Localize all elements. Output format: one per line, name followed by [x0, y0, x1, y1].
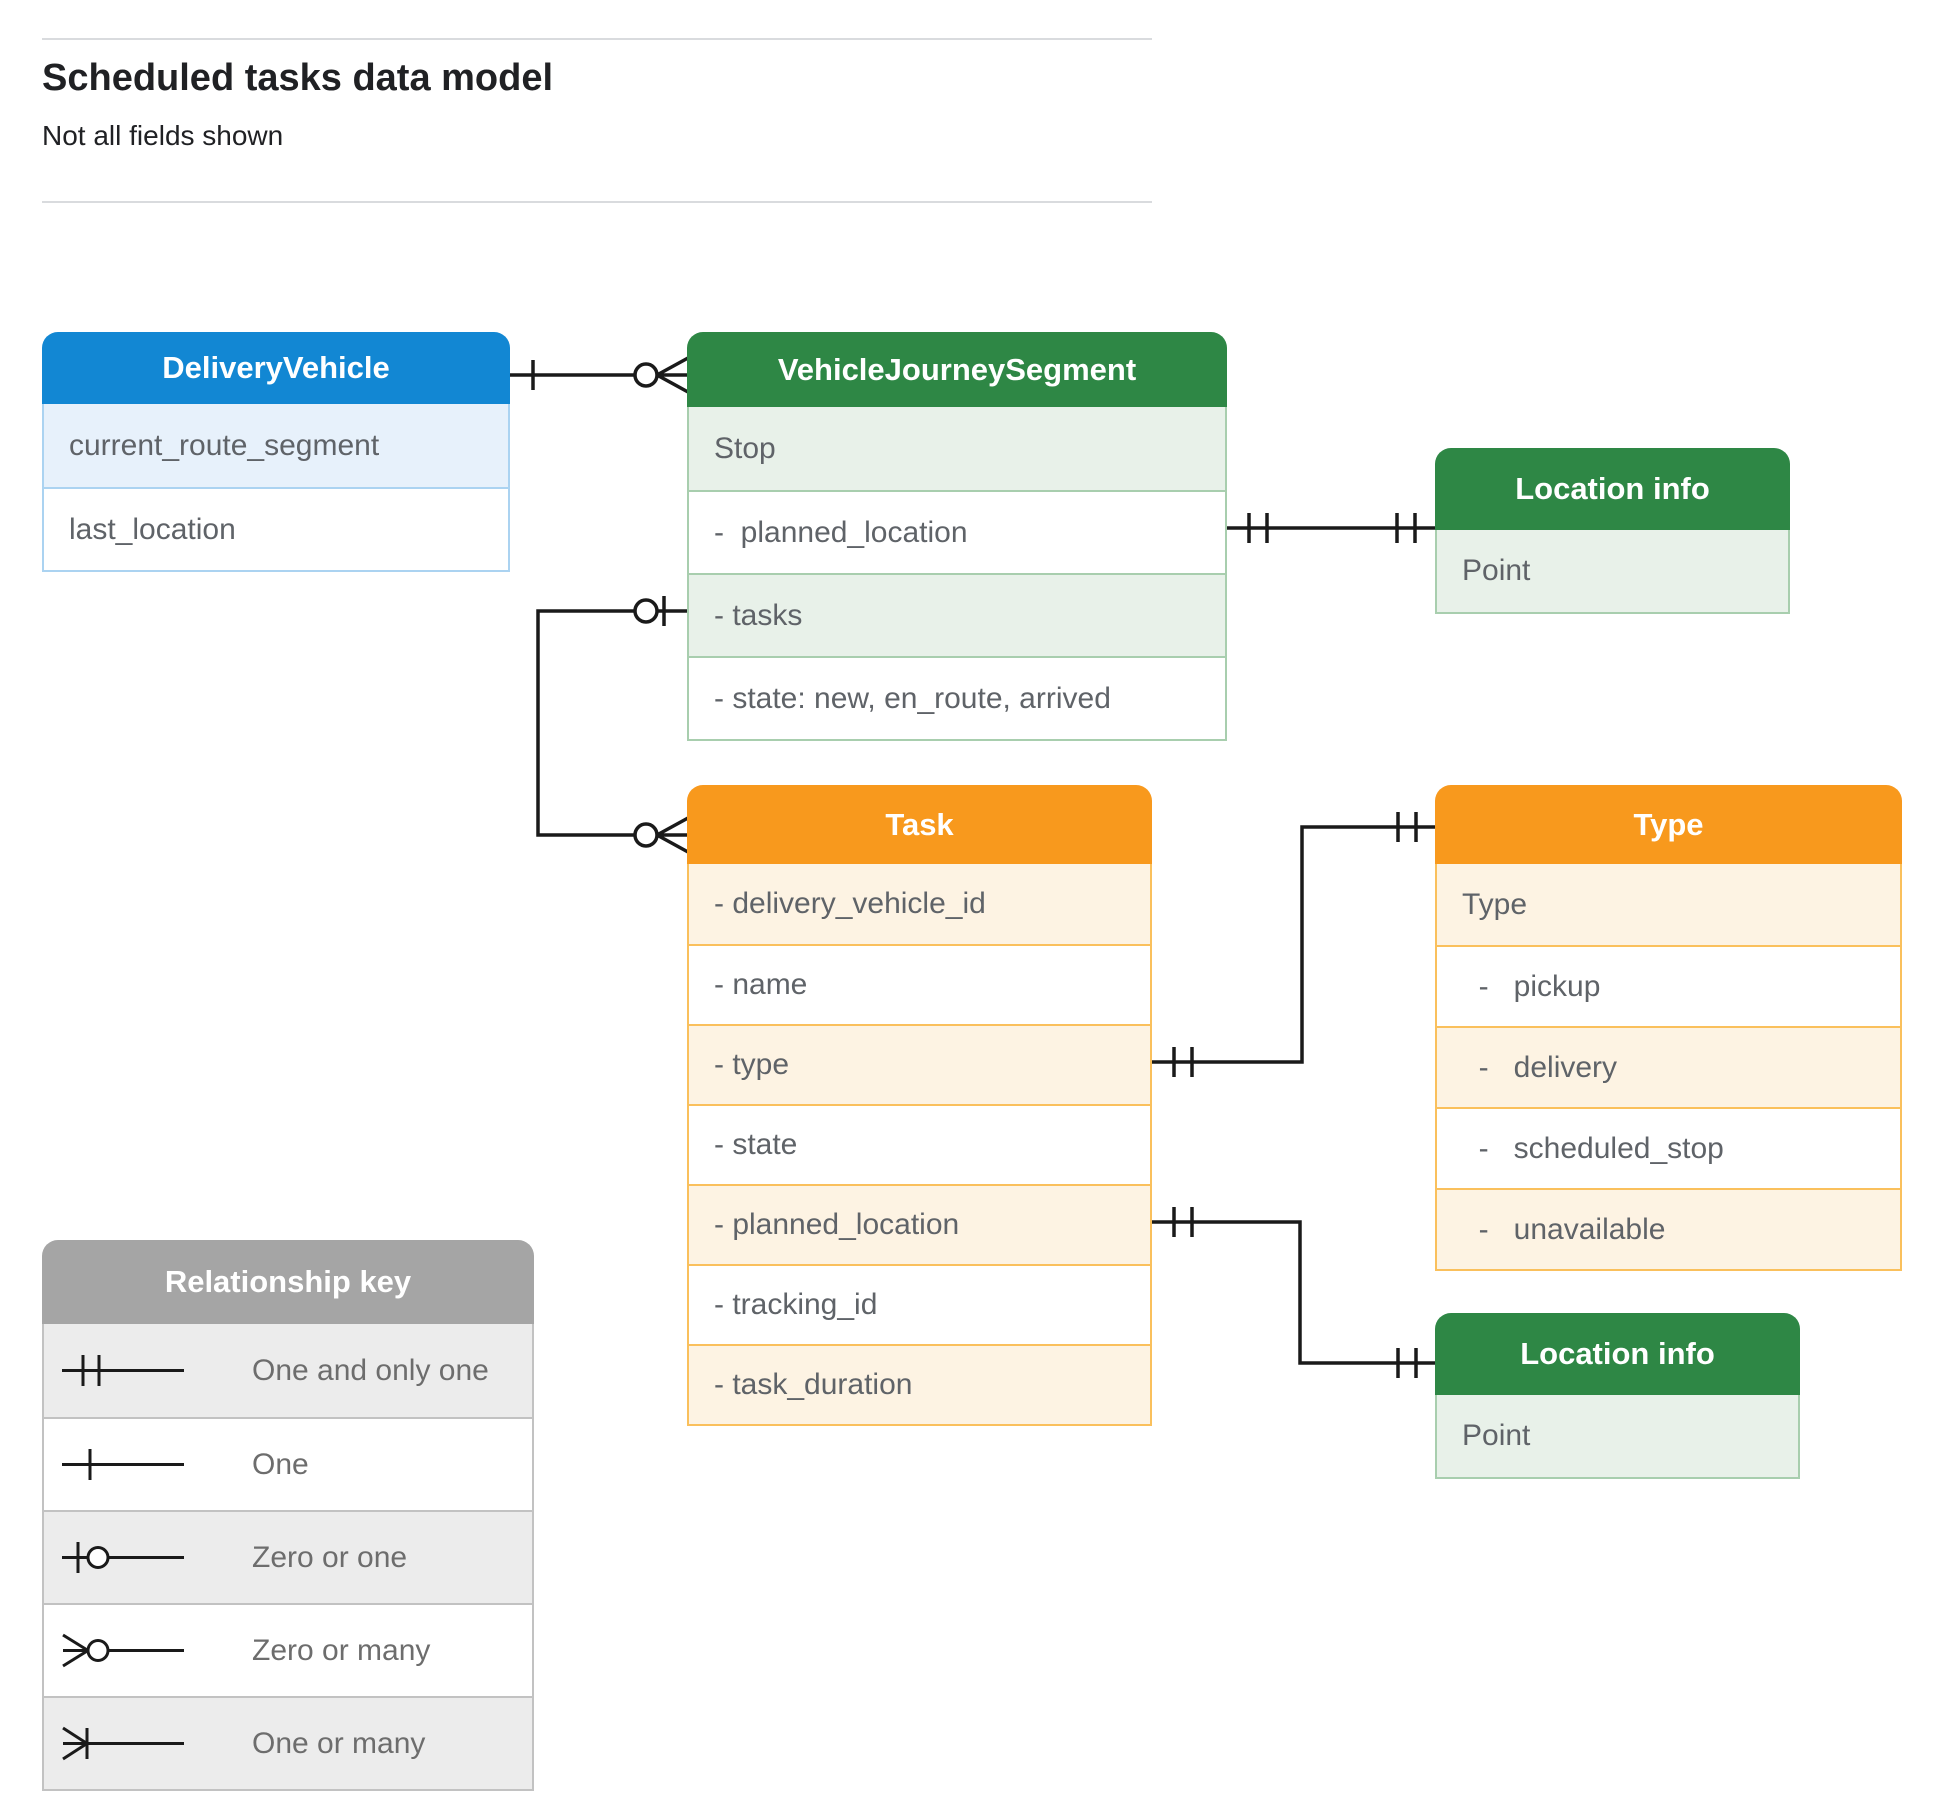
page-title: Scheduled tasks data model — [42, 57, 554, 99]
zero-or-many-icon — [633, 356, 689, 394]
entity-title: Task — [687, 785, 1152, 864]
one-and-only-one-icon — [1396, 812, 1418, 842]
connector-vehiclejourneysegment-task — [536, 596, 689, 854]
field-label: last_location — [69, 512, 236, 546]
entity-row: - planned_location — [689, 1184, 1150, 1264]
entity-row: - delivery — [1437, 1026, 1900, 1107]
entity-row: - pickup — [1437, 945, 1900, 1026]
entity-row: - task_duration — [689, 1344, 1150, 1424]
legend-label: Zero or many — [252, 1633, 431, 1667]
field-label: - tracking_id — [714, 1288, 878, 1321]
entity-row: - planned_location — [689, 490, 1225, 573]
field-label: - unavailable — [1462, 1212, 1666, 1246]
zero-or-one-icon — [62, 1542, 184, 1573]
field-label: - name — [714, 968, 808, 1001]
page-subtitle: Not all fields shown — [42, 120, 284, 151]
entity-row: current_route_segment — [44, 404, 508, 487]
field-label: - planned_location — [714, 1208, 960, 1241]
entity-body: current_route_segment last_location — [42, 404, 510, 572]
entity-row: Stop — [689, 407, 1225, 490]
entity-row: last_location — [44, 487, 508, 570]
zero-or-many-icon — [633, 816, 689, 854]
field-label: - delivery — [1462, 1050, 1618, 1084]
divider-line — [42, 201, 1152, 203]
entity-row: - tracking_id — [689, 1264, 1150, 1344]
one-and-only-one-icon — [1395, 513, 1417, 543]
field-label: - task_duration — [714, 1368, 913, 1401]
entity-row: Type — [1437, 864, 1900, 945]
entity-row: - delivery_vehicle_id — [689, 864, 1150, 944]
entity-row: Point — [1437, 530, 1788, 612]
legend-label: One — [252, 1447, 309, 1481]
connector-task-type — [1152, 812, 1435, 1077]
one-and-only-one-icon — [62, 1355, 184, 1386]
field-label: - scheduled_stop — [1462, 1131, 1724, 1165]
entity-row: - scheduled_stop — [1437, 1107, 1900, 1188]
entity-row: - name — [689, 944, 1150, 1024]
zero-or-many-icon — [62, 1633, 184, 1668]
field-label: Point — [1462, 1419, 1531, 1452]
entity-title: DeliveryVehicle — [42, 332, 510, 404]
legend-row: Zero or one — [44, 1510, 532, 1603]
legend-row: One and only one — [44, 1324, 532, 1417]
connector-deliveryvehicle-vehiclejourneysegment — [510, 356, 689, 394]
legend-row: One — [44, 1417, 532, 1510]
entity-row: - tasks — [689, 573, 1225, 656]
field-label: Stop — [714, 431, 776, 465]
entity-title: Type — [1435, 785, 1902, 864]
entity-body: - delivery_vehicle_id - name - type - state… — [687, 864, 1152, 1426]
legend-row: One or many — [44, 1696, 532, 1789]
entity-body: Point — [1435, 1395, 1800, 1479]
entity-title: VehicleJourneySegment — [687, 332, 1227, 407]
entity-row: Point — [1437, 1395, 1798, 1477]
field-label: - state: new, en_route, arrived — [714, 681, 1111, 715]
field-label: - delivery_vehicle_id — [714, 887, 986, 920]
field-label: - tasks — [714, 598, 803, 632]
one-and-only-one-icon — [1396, 1348, 1418, 1378]
divider-line — [42, 38, 1152, 40]
legend-label: One and only one — [252, 1353, 489, 1387]
legend-label: One or many — [252, 1726, 426, 1760]
one-and-only-one-icon — [1172, 1047, 1194, 1077]
one-and-only-one-icon — [1247, 513, 1269, 543]
entity-body: Point — [1435, 530, 1790, 614]
legend-label: Zero or one — [252, 1540, 408, 1574]
entity-body: Stop - planned_location - tasks - state: ne… — [687, 407, 1227, 741]
field-label: Type — [1462, 887, 1528, 921]
connector-task-locationinfo — [1152, 1207, 1435, 1378]
relationship-key-title: Relationship key — [42, 1240, 534, 1324]
entity-title: Location info — [1435, 1313, 1800, 1395]
field-label: - planned_location — [714, 515, 968, 549]
field-label: current_route_segment — [69, 428, 380, 462]
legend-row: Zero or many — [44, 1603, 532, 1696]
field-label: - pickup — [1462, 969, 1601, 1003]
one-and-only-one-icon — [1172, 1207, 1194, 1237]
field-label: Point — [1462, 554, 1531, 587]
entity-row: - unavailable — [1437, 1188, 1900, 1269]
entity-row: - state: new, en_route, arrived — [689, 656, 1225, 739]
connector-vehiclejourneysegment-locationinfo — [1227, 513, 1435, 543]
entity-row: - type — [689, 1024, 1150, 1104]
entity-body: Type - pickup - delivery - scheduled_sto… — [1435, 864, 1902, 1271]
one-or-many-icon — [62, 1726, 184, 1761]
field-label: - type — [714, 1048, 790, 1081]
field-label: - state — [714, 1128, 798, 1161]
entity-task: Task - delivery_vehicle_id - name - type - s… — [687, 785, 1152, 1426]
entity-title: Location info — [1435, 448, 1790, 530]
one-icon — [62, 1449, 184, 1480]
zero-or-one-icon — [633, 596, 666, 626]
entity-row: - state — [689, 1104, 1150, 1184]
